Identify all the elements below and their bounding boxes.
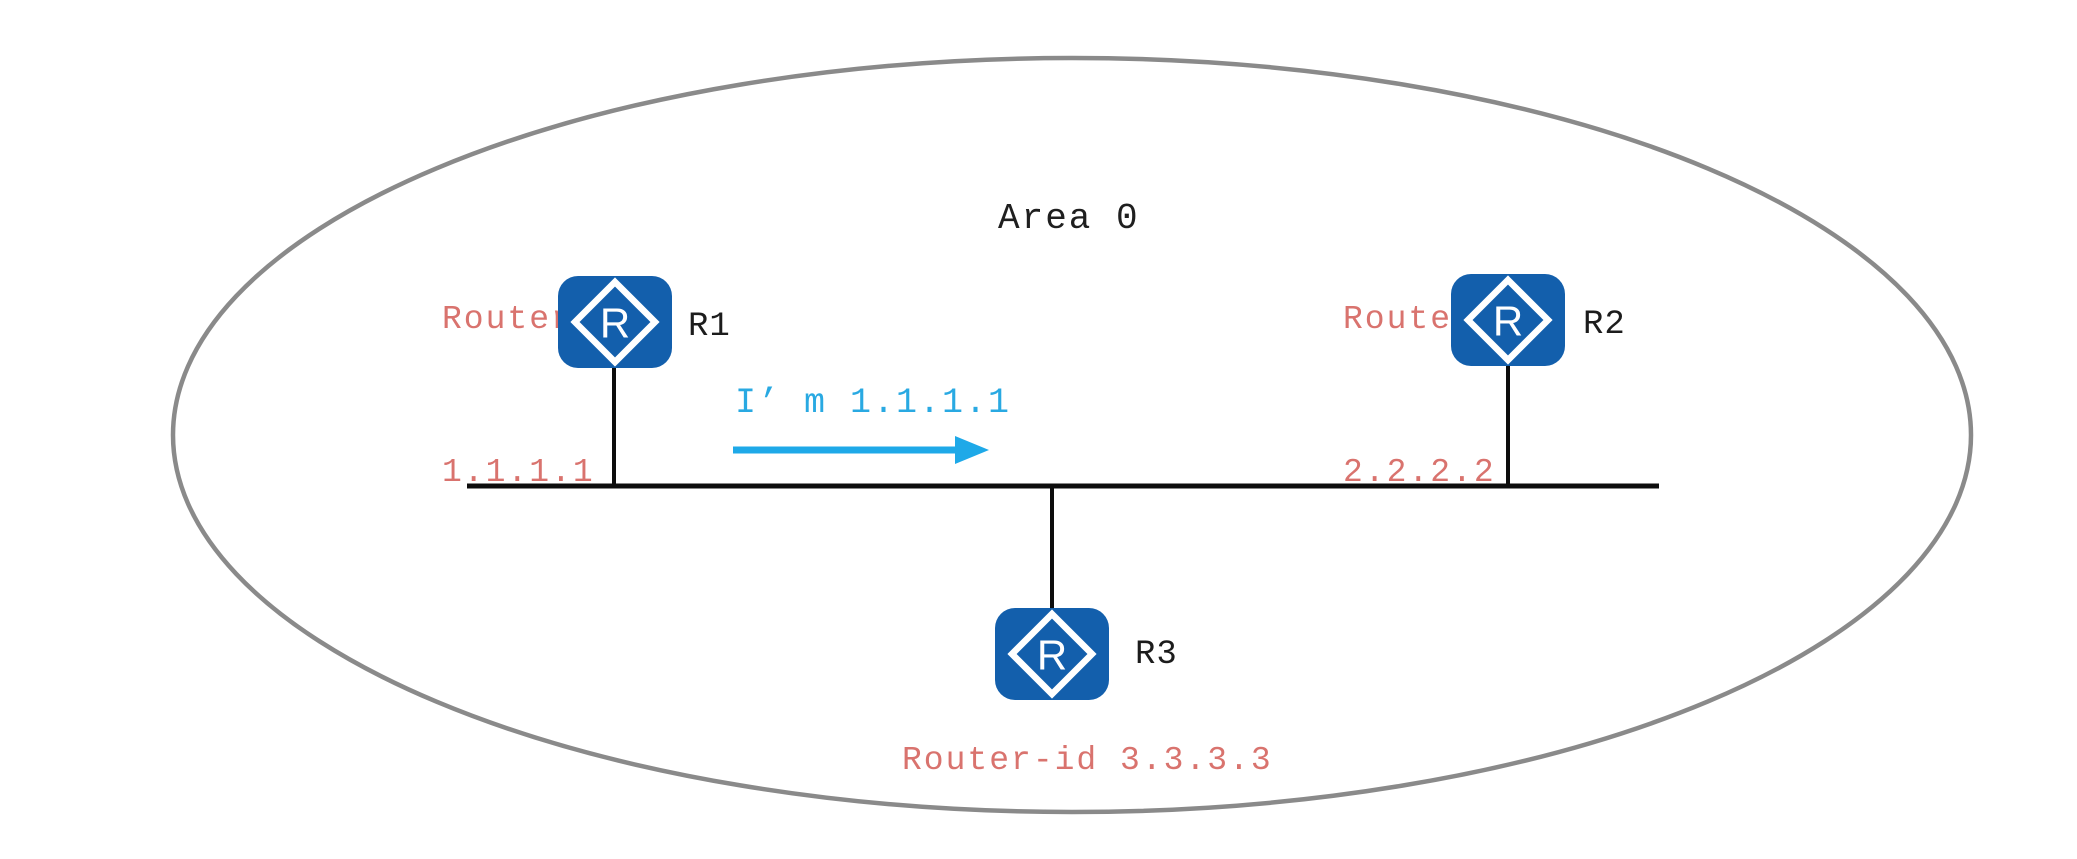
router-glyph-r3: R bbox=[1037, 632, 1067, 679]
router-icon-r2: R bbox=[1451, 274, 1565, 366]
router-diamond-icon: R bbox=[570, 277, 660, 367]
r2-router-id-label: Router-id 2.2.2.2 bbox=[1343, 192, 1539, 600]
r3-name-label: R3 bbox=[1135, 636, 1178, 674]
diamond-outline bbox=[1007, 609, 1097, 699]
router-diamond-icon: R bbox=[1463, 275, 1553, 365]
router-icon-r3: R bbox=[995, 608, 1109, 700]
diamond-outline bbox=[570, 277, 660, 367]
flood-arrow-head bbox=[955, 436, 989, 464]
r2-router-id-line2: 2.2.2.2 bbox=[1343, 454, 1496, 491]
r2-name-label: R2 bbox=[1583, 306, 1626, 344]
r1-router-id-label: Router-id 1.1.1.1 bbox=[442, 192, 638, 600]
diamond-outline bbox=[1463, 275, 1553, 365]
r3-router-id-label: Router-id 3.3.3.3 bbox=[902, 742, 1273, 779]
r1-name-label: R1 bbox=[688, 308, 731, 346]
area-boundary-ellipse bbox=[170, 55, 1974, 815]
router-glyph-r1: R bbox=[600, 300, 630, 347]
router-icon-r1: R bbox=[558, 276, 672, 368]
router-glyph-r2: R bbox=[1493, 298, 1523, 345]
r1-router-id-line2: 1.1.1.1 bbox=[442, 454, 595, 491]
area-label: Area 0 bbox=[998, 198, 1140, 239]
flood-message-text: I’ m 1.1.1.1 bbox=[735, 383, 1012, 423]
router-diamond-icon: R bbox=[1007, 609, 1097, 699]
